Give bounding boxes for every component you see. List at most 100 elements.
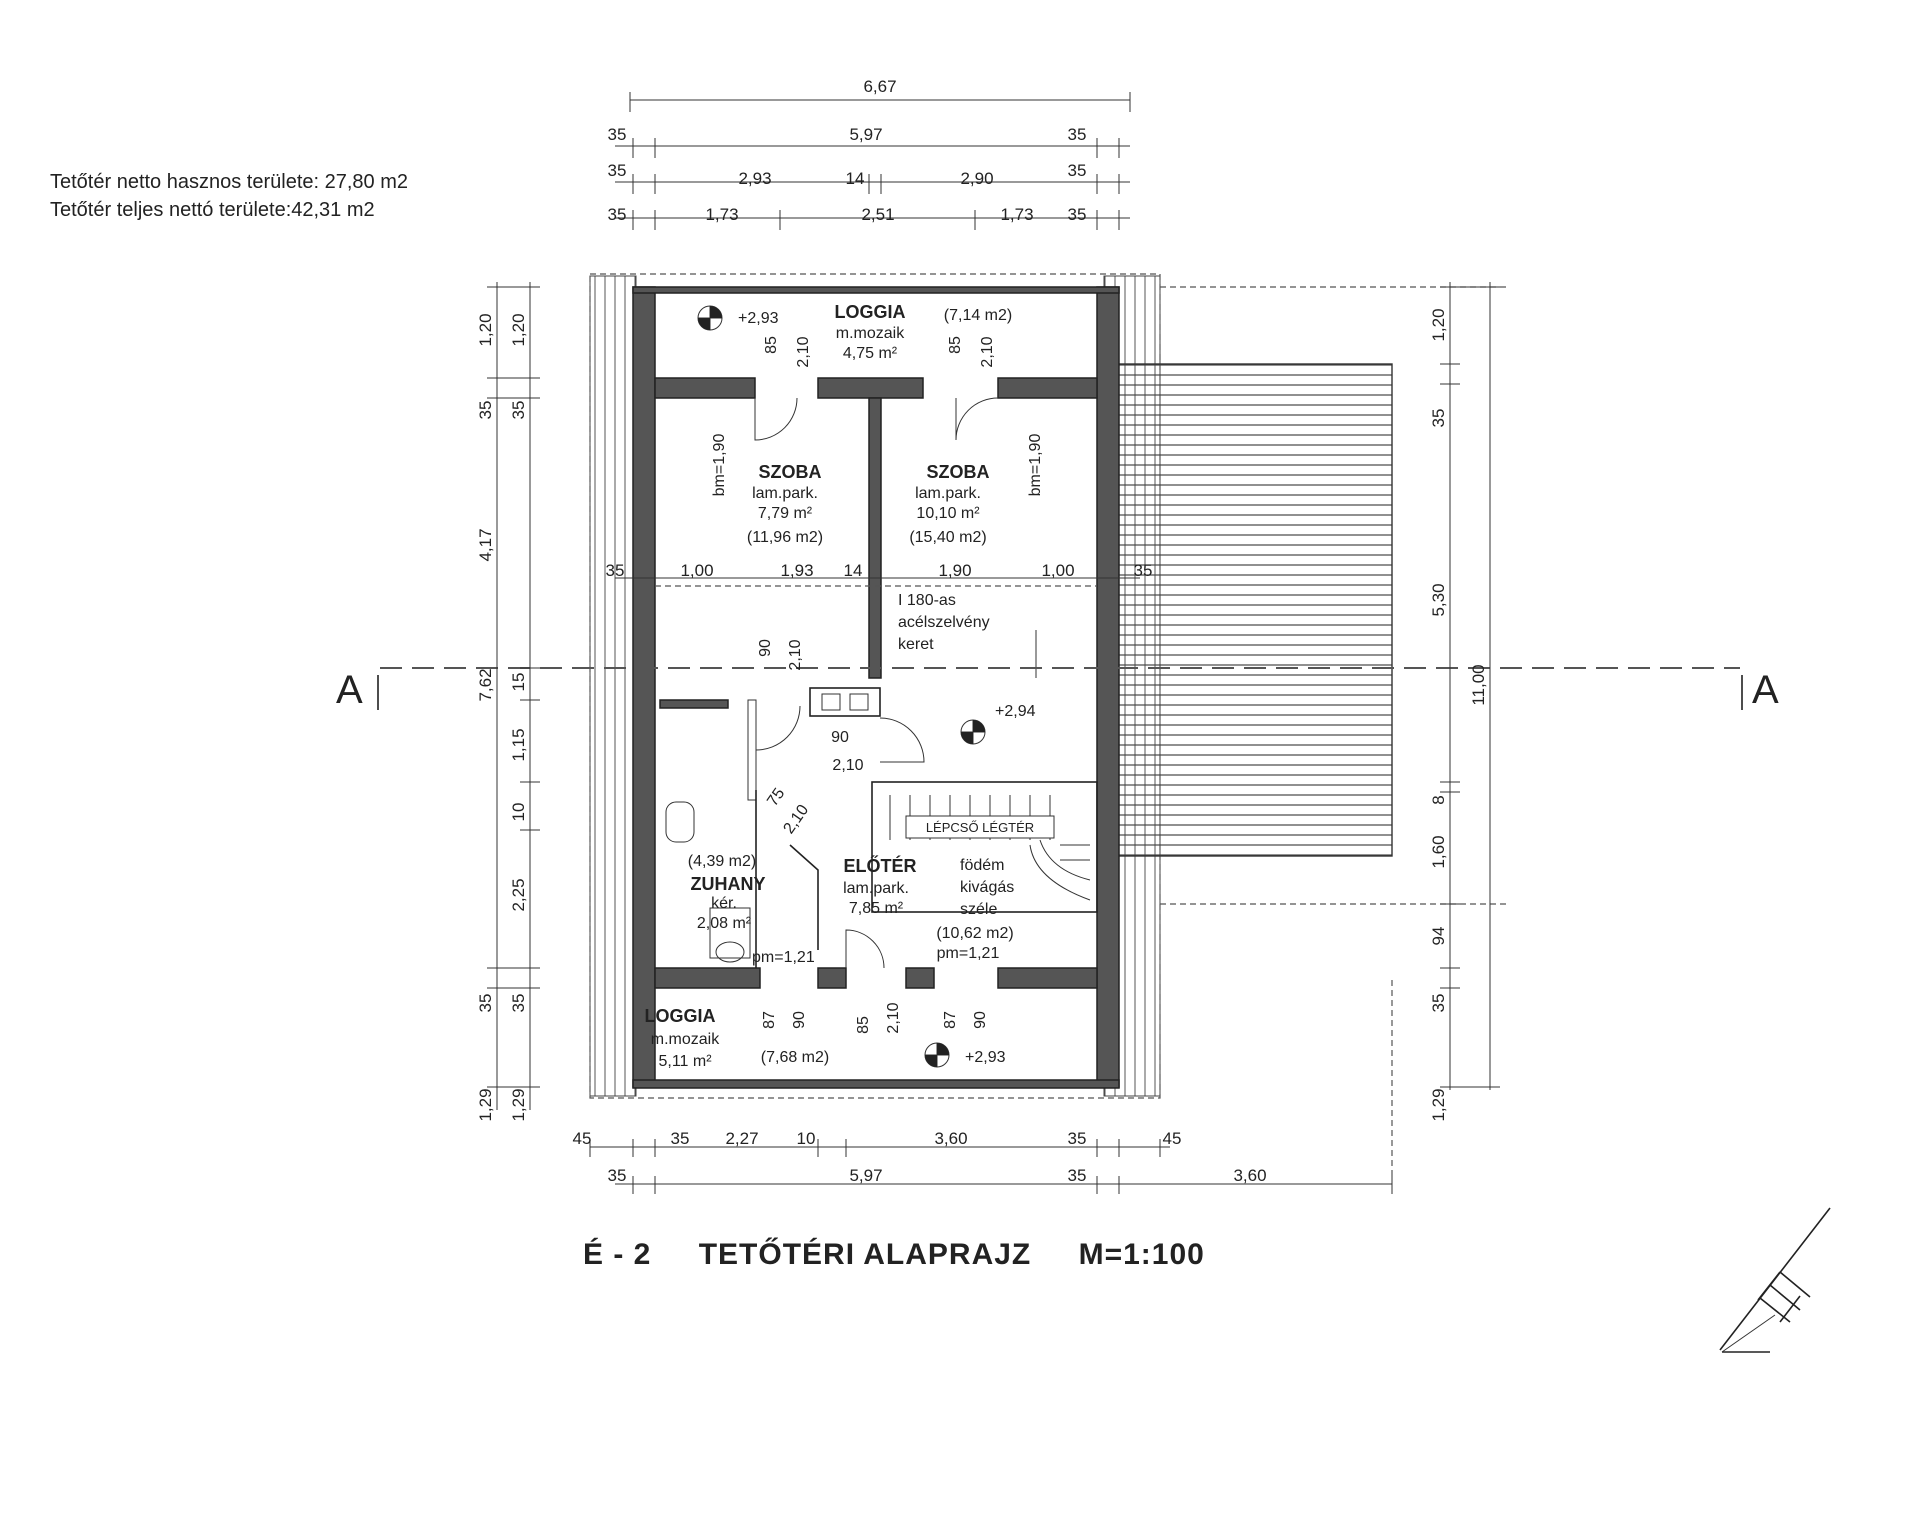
room-gross-szoba-left: (11,96 m2) bbox=[747, 529, 823, 546]
dim-text: 10 bbox=[797, 1129, 816, 1148]
ceiling-height-label: bm=1,90 bbox=[711, 434, 728, 497]
wall-loggia-top-2 bbox=[817, 377, 924, 399]
dim-text: 14 bbox=[844, 561, 863, 580]
drawing-scale: M=1:100 bbox=[1078, 1238, 1205, 1271]
dim-text: 1,93 bbox=[780, 561, 813, 580]
shower-drain-icon bbox=[715, 941, 745, 963]
dim-text: 35 bbox=[606, 561, 625, 580]
dim-text: 45 bbox=[573, 1129, 592, 1148]
slab-cut-note-3: széle bbox=[960, 901, 997, 918]
wall-loggia-bottom-3 bbox=[905, 967, 935, 989]
level-marker-top bbox=[697, 305, 723, 331]
dim-text: 35 bbox=[1068, 205, 1087, 224]
dim-text: 35 bbox=[1429, 409, 1448, 428]
dim-text: 35 bbox=[608, 125, 627, 144]
dim-text: 1,73 bbox=[1000, 205, 1033, 224]
door-width-label: 87 bbox=[761, 1011, 778, 1029]
lower-roof-hatch bbox=[1111, 363, 1393, 857]
stair-void bbox=[871, 781, 1098, 913]
wall-east bbox=[1096, 286, 1120, 1088]
dim-text: 5,97 bbox=[849, 1166, 882, 1185]
drawing-code: É - 2 bbox=[583, 1238, 652, 1271]
steel-frame-note-1: I 180-as bbox=[898, 592, 956, 609]
dim-text: 5,30 bbox=[1429, 583, 1448, 616]
section-mark-right: A bbox=[1752, 668, 1779, 712]
door-width-label: 85 bbox=[855, 1016, 872, 1034]
room-name-szoba-left: SZOBA bbox=[759, 462, 822, 482]
door-swing-hall bbox=[879, 717, 925, 763]
chimney bbox=[809, 687, 881, 717]
door-swing-loggia-bottom bbox=[845, 929, 885, 969]
door-width-label: 90 bbox=[757, 639, 774, 657]
wall-north-loggia bbox=[632, 286, 1120, 294]
dim-text: 15 bbox=[509, 673, 528, 692]
door-height-label: 2,10 bbox=[795, 336, 812, 367]
stair-void-label-box bbox=[905, 815, 1055, 839]
room-area-zuhany: 2,08 m² bbox=[697, 915, 752, 932]
room-name-eloter: ELŐTÉR bbox=[843, 855, 916, 876]
dim-text: 94 bbox=[1429, 927, 1448, 946]
dim-text: 2,90 bbox=[960, 169, 993, 188]
section-mark-left: A bbox=[336, 668, 363, 712]
dim-text: 35 bbox=[1134, 561, 1153, 580]
room-area-loggia-bottom: 5,11 m² bbox=[658, 1053, 712, 1070]
room-name-szoba-right: SZOBA bbox=[927, 462, 990, 482]
room-floor-zuhany: kér. bbox=[711, 895, 737, 912]
dim-text: 1,90 bbox=[938, 561, 971, 580]
dim-text: 35 bbox=[608, 1166, 627, 1185]
door-width-label: 85 bbox=[947, 336, 964, 354]
dimension-chain-right: 1,20 35 5,30 8 1,60 94 35 1,29 11,00 bbox=[1429, 282, 1500, 1122]
dimension-chain-bottom: 45 35 2,27 10 3,60 35 45 35 5,97 35 3,60 bbox=[573, 1129, 1393, 1194]
wall-loggia-bottom-1 bbox=[654, 967, 761, 989]
steel-frame-note-3: keret bbox=[898, 636, 934, 653]
room-floor-eloter: lam.park. bbox=[843, 880, 909, 897]
room-name-loggia-top: LOGGIA bbox=[835, 302, 906, 322]
room-gross-eloter: (10,62 m2) bbox=[936, 925, 1013, 942]
door-swing-bath bbox=[755, 705, 801, 751]
dim-text: 35 bbox=[1429, 994, 1448, 1013]
dim-text: 1,29 bbox=[1429, 1088, 1448, 1121]
dim-text: 1,20 bbox=[1429, 308, 1448, 341]
dim-text: 35 bbox=[608, 161, 627, 180]
dim-text: 35 bbox=[608, 205, 627, 224]
door-height-label: 2,10 bbox=[885, 1002, 902, 1033]
dim-text: 11,00 bbox=[1469, 664, 1488, 705]
wall-bath-diagonal bbox=[789, 844, 819, 950]
dim-text: 35 bbox=[671, 1129, 690, 1148]
dim-text: 35 bbox=[509, 994, 528, 1013]
room-gross-loggia-bottom: (7,68 m2) bbox=[761, 1049, 829, 1066]
level-marker-bottom bbox=[924, 1042, 950, 1068]
wc-icon bbox=[665, 801, 695, 843]
dim-text: 1,60 bbox=[1429, 835, 1448, 868]
door-height-label: 2,10 bbox=[979, 336, 996, 367]
dim-text: 2,27 bbox=[725, 1129, 758, 1148]
door-height-label: 2,10 bbox=[780, 802, 812, 837]
room-gross-loggia-top: (7,14 m2) bbox=[944, 307, 1012, 324]
door-width-label: 90 bbox=[791, 1011, 808, 1029]
roof-eave-left bbox=[589, 275, 637, 1097]
wall-bath-top bbox=[659, 699, 729, 709]
dim-text: 35 bbox=[509, 401, 528, 420]
level-marker-hall bbox=[960, 719, 986, 745]
room-floor-szoba-left: lam.park. bbox=[752, 485, 818, 502]
room-floor-szoba-right: lam.park. bbox=[915, 485, 981, 502]
room-floor-loggia-bottom: m.mozaik bbox=[651, 1031, 720, 1048]
dim-text: 1,73 bbox=[705, 205, 738, 224]
drawing-title: É - 2 TETŐTÉRI ALAPRAJZ M=1:100 bbox=[583, 1238, 1243, 1272]
dim-text: 35 bbox=[476, 994, 495, 1013]
dim-text: 1,29 bbox=[509, 1088, 528, 1121]
slab-cut-note-2: kivágás bbox=[960, 879, 1014, 896]
stair-void-label: LÉPCSŐ LÉGTÉR bbox=[926, 820, 1034, 835]
dim-text: 35 bbox=[1068, 1166, 1087, 1185]
slab-cut-note-1: födém bbox=[960, 857, 1004, 874]
dim-text: 1,20 bbox=[509, 313, 528, 346]
dim-text: 5,97 bbox=[849, 125, 882, 144]
door-swing-room-right bbox=[955, 397, 999, 441]
level-hall: +2,94 bbox=[995, 703, 1036, 720]
wall-partition-rooms bbox=[868, 397, 882, 679]
area-notes: Tetőtér netto hasznos területe: 27,80 m2… bbox=[50, 168, 408, 224]
room-gross-szoba-right: (15,40 m2) bbox=[909, 529, 986, 546]
drawing-name: TETŐTÉRI ALAPRAJZ bbox=[698, 1238, 1032, 1271]
door-width-label: 90 bbox=[972, 1011, 989, 1029]
